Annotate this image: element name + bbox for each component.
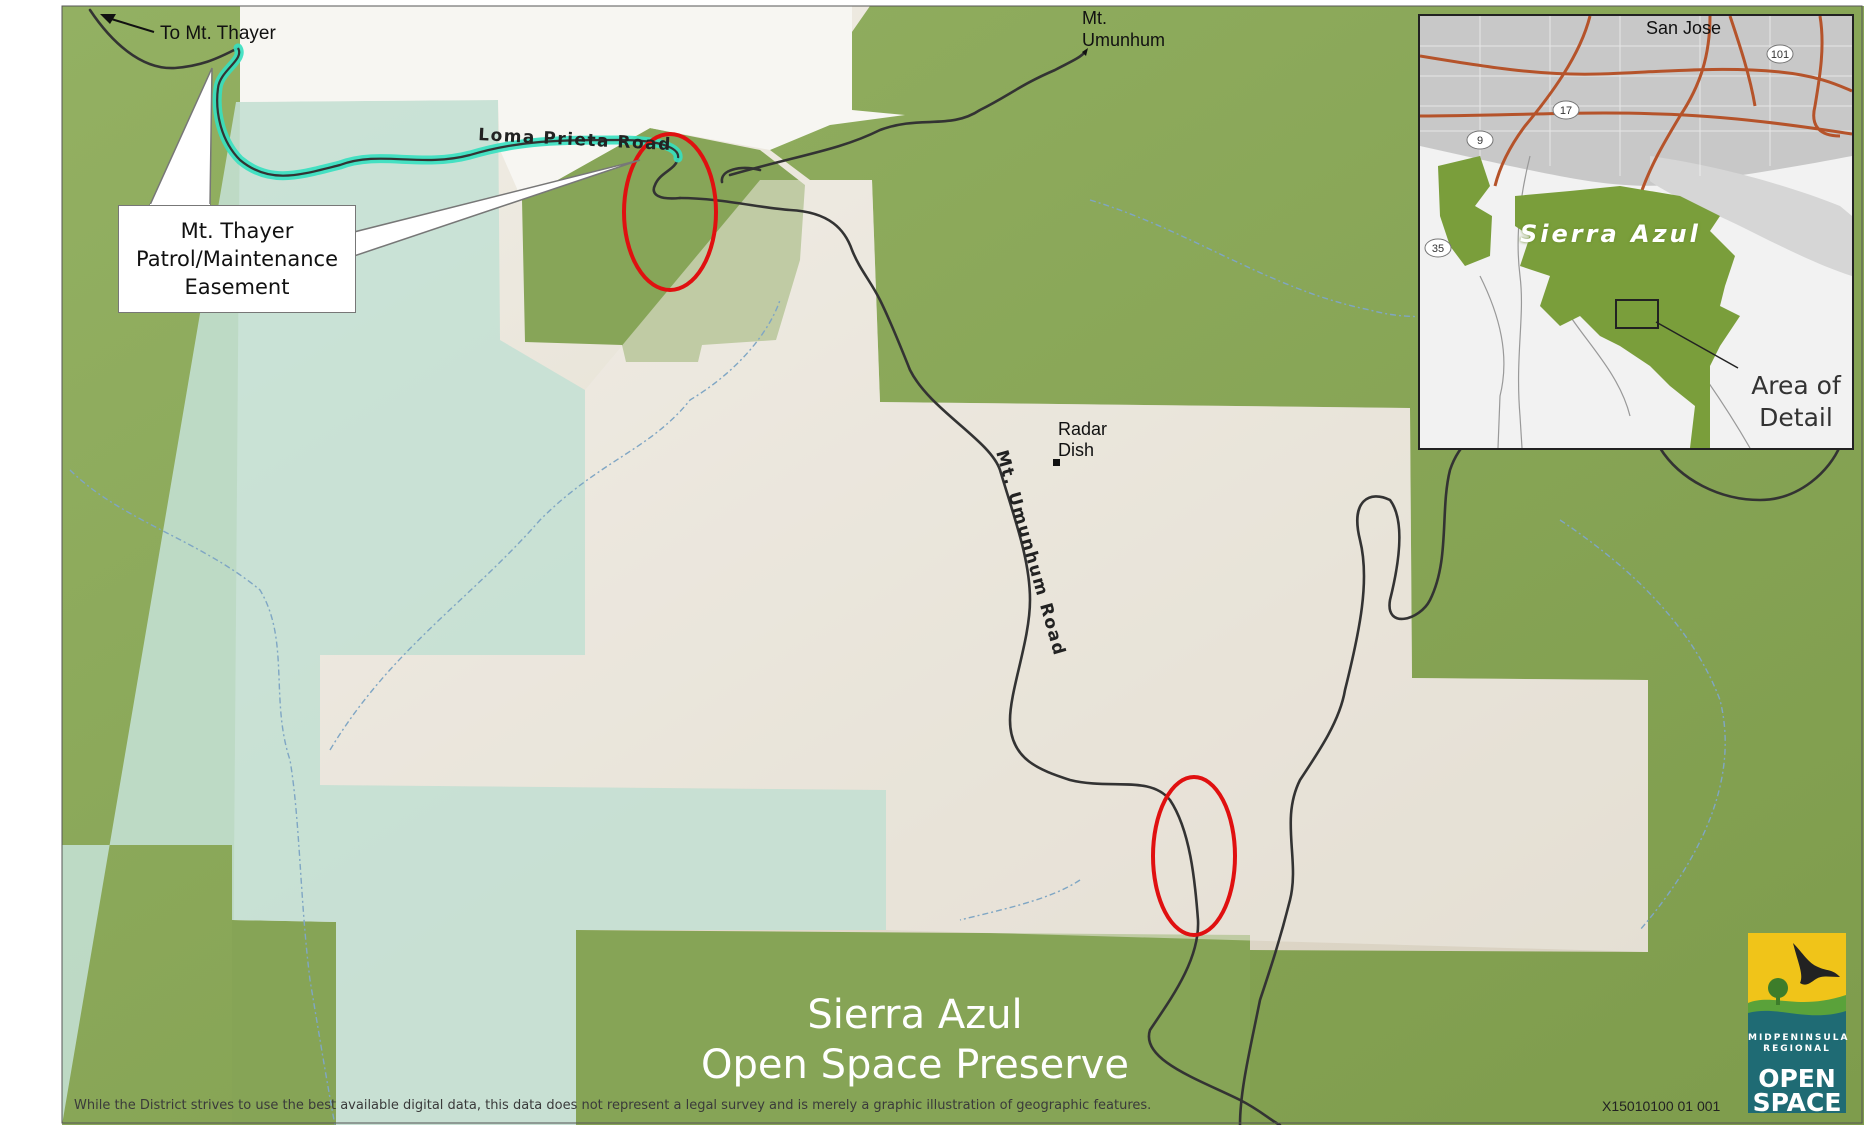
- label-mt-umunhum-2: Umunhum: [1082, 30, 1165, 50]
- preserve-title: Sierra Azul Open Space Preserve: [640, 990, 1190, 1090]
- shield-9: 9: [1477, 135, 1483, 147]
- logo-text-big: OPEN SPACE: [1748, 1064, 1846, 1117]
- logo-line-4: SPACE: [1752, 1088, 1842, 1117]
- preserve-land-southwest: [232, 920, 336, 1125]
- left-margin: [0, 0, 62, 1125]
- preserve-land-south: [576, 930, 1250, 1125]
- callout-line-2: Patrol/Maintenance: [136, 247, 338, 271]
- district-logo: MIDPENINSULA REGIONAL OPEN SPACE: [1748, 933, 1850, 1117]
- inset-region-label: Sierra Azul: [1520, 220, 1701, 248]
- callout-line-1: Mt. Thayer: [180, 219, 294, 243]
- label-to-mt-thayer: To Mt. Thayer: [160, 23, 276, 44]
- terrain-top-white: [240, 6, 905, 200]
- summit-marker-icon: [1082, 48, 1088, 56]
- road-to-mt-thayer: [88, 8, 240, 70]
- logo-line-3: OPEN: [1758, 1064, 1836, 1093]
- inset-city-label: San Jose: [1646, 18, 1722, 38]
- label-radar-dish-2: Dish: [1058, 440, 1094, 460]
- preserve-title-line-1: Sierra Azul: [807, 992, 1023, 1038]
- preserve-land-outer: [62, 6, 1864, 1125]
- area-of-detail-line-1: Area of: [1751, 371, 1841, 400]
- inset-area-of-detail-label: Area of Detail: [1736, 370, 1856, 434]
- disclaimer-text: While the District strives to use the be…: [74, 1098, 1152, 1113]
- map-id-text: X15010100 01 001: [1602, 1098, 1721, 1114]
- logo-text-small: MIDPENINSULA REGIONAL: [1748, 1033, 1850, 1055]
- map-border: [61, 5, 1863, 1124]
- label-mt-umunhum-1: Mt.: [1082, 8, 1107, 28]
- preserve-title-line-2: Open Space Preserve: [701, 1042, 1129, 1088]
- terrain-center: [320, 180, 1648, 952]
- area-of-detail-line-2: Detail: [1759, 403, 1833, 432]
- inset-map-canvas: 101 17 9 35: [1420, 16, 1852, 448]
- hawk-landscape-logo-icon: [1748, 933, 1846, 1031]
- teal-easement-area: [62, 100, 886, 1125]
- highlight-circle-north: [622, 132, 718, 292]
- logo-line-1: MIDPENINSULA: [1748, 1033, 1850, 1043]
- road-to-summit: [728, 50, 1087, 177]
- callout-line-3: Easement: [184, 275, 290, 299]
- road-mt-umunhum: [678, 196, 1282, 1125]
- shield-101: 101: [1771, 49, 1789, 61]
- logo-line-2: REGIONAL: [1763, 1044, 1831, 1054]
- shield-17: 17: [1560, 105, 1572, 117]
- road-east-loop: [1238, 418, 1502, 1125]
- inset-locator-map[interactable]: 101 17 9 35: [1418, 14, 1854, 450]
- roads: [88, 8, 1842, 1125]
- arrow-to-mt-thayer-icon: [100, 14, 155, 33]
- area-of-detail-box: [1615, 299, 1659, 329]
- radar-dish-marker-icon: [1053, 459, 1060, 466]
- easement-callout: Mt. Thayer Patrol/Maintenance Easement: [118, 205, 356, 313]
- label-radar-dish-1: Radar: [1058, 419, 1107, 439]
- highlight-circle-south: [1151, 775, 1237, 937]
- shield-35: 35: [1432, 243, 1444, 255]
